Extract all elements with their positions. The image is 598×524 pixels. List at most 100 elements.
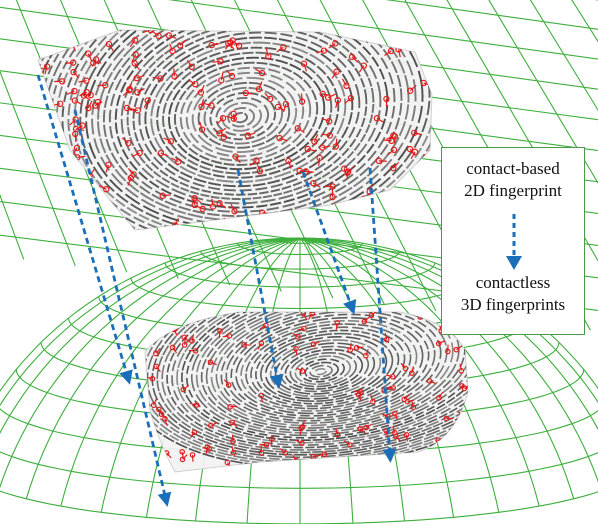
ridge-line <box>250 326 406 407</box>
grid-line <box>25 237 301 499</box>
ridge-line <box>235 316 424 415</box>
minutia-marker-icon <box>225 69 236 80</box>
grid-line <box>0 237 301 434</box>
minutia-marker-icon <box>414 205 421 217</box>
minutia-marker-icon <box>347 343 354 353</box>
minutia-marker-icon <box>256 163 264 175</box>
minutia-marker-icon <box>216 199 227 209</box>
minutia-marker-icon <box>344 166 354 176</box>
ridge-line <box>220 312 442 422</box>
minutia-marker-icon <box>426 377 436 385</box>
minutia-marker-icon <box>344 440 353 448</box>
minutia-marker-icon <box>300 60 308 72</box>
ridge-line <box>289 352 358 388</box>
ridge-line <box>230 313 430 417</box>
minutia-marker-icon <box>311 134 319 145</box>
minutia-marker-icon <box>255 81 263 93</box>
target-label-line2: 3D fingerprints <box>460 295 566 314</box>
minutia-marker-icon <box>222 333 233 339</box>
ridge-line <box>179 66 312 162</box>
minutia-marker-icon <box>43 63 51 75</box>
minutia-marker-icon <box>370 394 376 405</box>
minutia-marker-icon <box>406 145 416 156</box>
minutia-marker-icon <box>328 40 339 49</box>
minutia-marker-icon <box>123 104 136 112</box>
minutia-marker-icon <box>79 88 90 97</box>
minutia-marker-icon <box>38 219 45 229</box>
minutia-marker-icon <box>298 93 306 105</box>
minutia-marker-icon <box>392 410 399 421</box>
minutia-marker-icon <box>180 312 187 321</box>
minutia-marker-icon <box>218 72 225 84</box>
ridge-line <box>171 312 468 446</box>
minutia-marker-icon <box>319 90 331 98</box>
minutia-marker-icon <box>152 75 164 82</box>
minutia-marker-icon <box>297 325 307 332</box>
minutia-marker-icon <box>383 137 395 145</box>
minutia-marker-icon <box>329 189 336 201</box>
ridge-line <box>240 320 418 412</box>
minutia-marker-icon <box>189 452 196 462</box>
minutia-marker-icon <box>105 161 112 173</box>
minutia-marker-icon <box>341 78 350 90</box>
minutia-marker-icon <box>127 168 137 178</box>
minutia-marker-icon <box>313 464 320 472</box>
dashed-down-arrow-icon <box>368 167 397 463</box>
minutia-marker-icon <box>354 389 364 395</box>
minutia-marker-icon <box>363 423 373 431</box>
ridge-line <box>191 76 298 154</box>
minutia-marker-icon <box>353 344 364 351</box>
minutia-marker-icon <box>38 178 47 185</box>
minutia-marker-icon <box>351 459 361 467</box>
minutia-marker-icon <box>331 68 340 79</box>
minutia-marker-icon <box>143 97 151 109</box>
minutia-marker-icon <box>203 102 215 109</box>
minutia-marker-icon <box>207 359 217 366</box>
minutia-marker-icon <box>186 59 195 70</box>
grid-line <box>168 0 598 60</box>
minutia-marker-icon <box>459 383 468 389</box>
minutia-marker-icon <box>170 157 182 165</box>
legend-box: contact-based 2D fingerprint contactless… <box>441 147 585 335</box>
minutia-marker-icon <box>176 39 187 49</box>
grid-line <box>274 238 326 244</box>
grid-line <box>0 237 301 392</box>
minutia-marker-icon <box>230 446 237 456</box>
minutia-marker-icon <box>179 454 188 463</box>
minutia-marker-icon <box>321 132 334 139</box>
minutia-marker-icon <box>232 153 241 164</box>
minutia-marker-icon <box>411 129 423 137</box>
minutia-marker-icon <box>226 115 238 122</box>
minutia-marker-icon <box>319 144 331 151</box>
minutia-marker-icon <box>298 216 308 226</box>
minutia-marker-icon <box>300 312 308 320</box>
minutia-marker-icon <box>285 157 292 169</box>
ridge-line <box>138 31 361 192</box>
minutia-marker-icon <box>158 411 168 420</box>
minutia-marker-icon <box>390 161 400 172</box>
minutia-marker-icon <box>375 157 387 165</box>
minutia-marker-icon <box>383 332 390 343</box>
minutia-marker-icon <box>82 202 91 213</box>
minutia-marker-icon <box>208 422 218 429</box>
source-label-line2: 2D fingerprint <box>464 181 562 200</box>
minutia-marker-icon <box>296 167 308 175</box>
minutia-marker-icon <box>254 68 266 77</box>
minutia-marker-icon <box>435 340 446 347</box>
minutia-marker-icon <box>334 96 341 109</box>
minutia-marker-icon <box>69 116 79 126</box>
ridge-line <box>190 312 468 437</box>
minutia-marker-icon <box>97 81 109 89</box>
minutia-marker-icon <box>292 332 301 340</box>
ridge-line <box>197 81 291 149</box>
ridge-line <box>168 56 326 171</box>
minutia-marker-icon <box>258 392 265 403</box>
grid-line <box>529 0 598 112</box>
ridge-line <box>156 46 340 179</box>
minutia-marker-icon <box>190 429 198 439</box>
minutia-marker-icon <box>276 134 288 142</box>
minutia-marker-icon <box>38 124 44 131</box>
minutia-marker-icon <box>159 192 171 199</box>
minutia-marker-icon <box>443 415 454 422</box>
minutia-marker-icon <box>181 338 188 348</box>
